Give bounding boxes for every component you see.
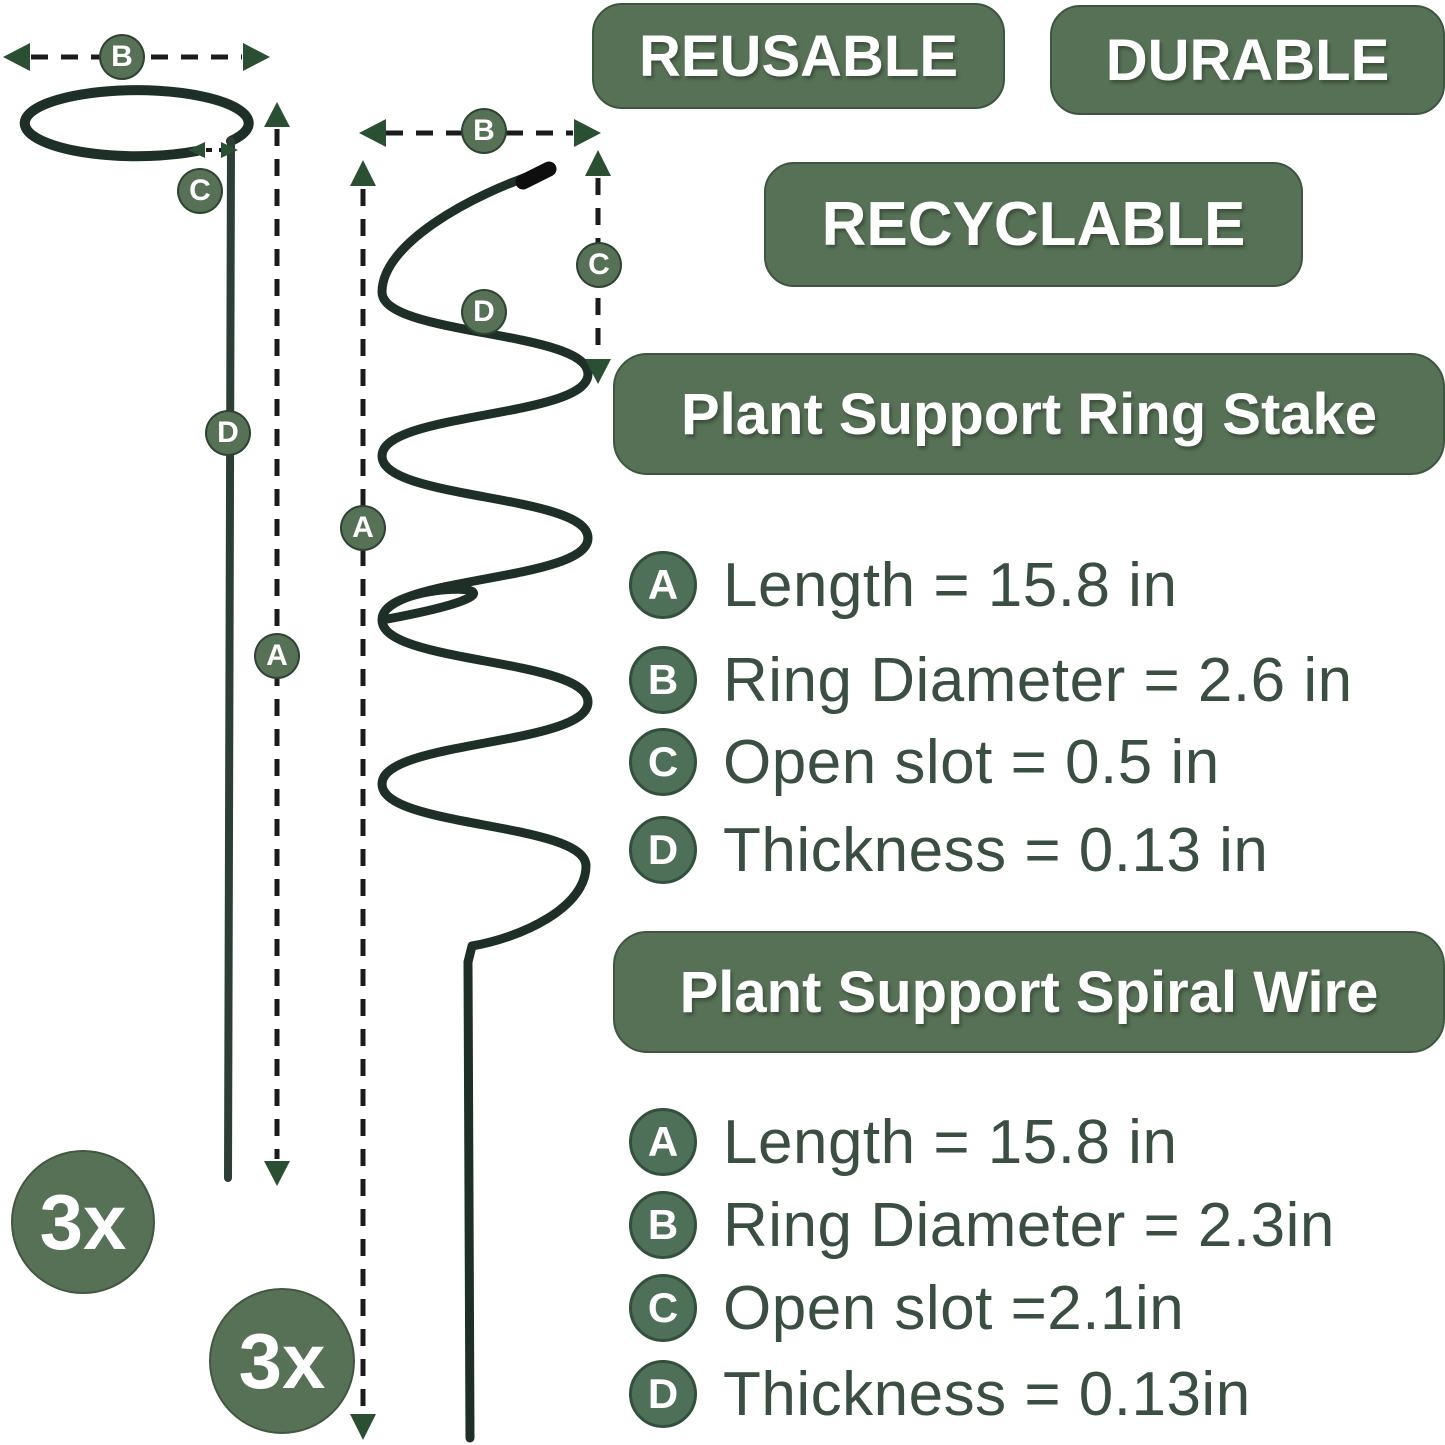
arrowhead-icon — [574, 119, 601, 147]
spec-key-badge: C — [629, 1274, 697, 1342]
spec-row: C Open slot = 0.5 in — [629, 727, 1220, 797]
ring-stake-rod — [224, 137, 235, 1182]
spec-row: D Thickness = 0.13in — [629, 1359, 1251, 1429]
quantity-badge-spiral: 3x — [209, 1288, 355, 1434]
spec-label: Length = 15.8 in — [723, 1107, 1178, 1177]
quantity-badge-ring-stake: 3x — [11, 1150, 155, 1294]
spec-row: A Length = 15.8 in — [629, 1107, 1178, 1177]
spec-key-badge: D — [629, 1360, 697, 1428]
spiral-wire-drawing — [377, 161, 593, 1443]
arrowhead-icon — [243, 43, 270, 71]
spec-key-badge: B — [629, 646, 697, 714]
arrowhead-icon — [221, 142, 238, 158]
marker-d-ring: D — [205, 410, 251, 456]
dimension-a-spiral — [350, 160, 376, 1440]
spec-row: D Thickness = 0.13 in — [629, 815, 1269, 885]
spec-label: Open slot =2.1in — [723, 1273, 1185, 1343]
arrowhead-icon — [264, 1161, 290, 1186]
spec-row: A Length = 15.8 in — [629, 550, 1178, 620]
spec-label: Ring Diameter = 2.3in — [723, 1190, 1335, 1260]
spec-key-badge: C — [629, 728, 697, 796]
spec-key-badge: B — [629, 1191, 697, 1259]
marker-a-spiral: A — [340, 505, 386, 551]
spec-key-badge: A — [629, 1108, 697, 1176]
spec-label: Open slot = 0.5 in — [723, 727, 1220, 797]
section-title-ring-stake: Plant Support Ring Stake — [613, 353, 1445, 475]
ring-loop — [19, 85, 254, 162]
spec-row: B Ring Diameter = 2.6 in — [629, 645, 1353, 715]
section-title-spiral-wire: Plant Support Spiral Wire — [613, 931, 1445, 1053]
arrowhead-icon — [350, 160, 376, 186]
marker-a-ring: A — [254, 633, 300, 679]
marker-d-spiral: D — [461, 289, 507, 335]
dimension-c-spiral — [585, 150, 611, 384]
badge-reusable: REUSABLE — [592, 3, 1005, 109]
spec-label: Thickness = 0.13in — [723, 1359, 1251, 1429]
marker-c-spiral: C — [576, 242, 622, 288]
spec-key-badge: D — [629, 816, 697, 884]
arrowhead-icon — [585, 359, 611, 384]
badge-recyclable: RECYCLABLE — [764, 162, 1303, 287]
spec-row: B Ring Diameter = 2.3in — [629, 1190, 1335, 1260]
marker-b-spiral: B — [461, 108, 507, 154]
arrowhead-icon — [350, 1414, 376, 1440]
spec-row: C Open slot =2.1in — [629, 1273, 1185, 1343]
badge-durable: DURABLE — [1050, 5, 1445, 115]
spiral-tip-cap — [515, 161, 557, 190]
spec-label: Ring Diameter = 2.6 in — [723, 645, 1353, 715]
spiral-coil — [377, 167, 593, 1443]
dimension-c-ring — [188, 142, 238, 158]
ring-stake-drawing — [19, 85, 254, 1182]
spec-label: Length = 15.8 in — [723, 550, 1178, 620]
marker-c-ring: C — [177, 168, 223, 214]
arrowhead-icon — [264, 102, 290, 127]
arrowhead-icon — [3, 43, 30, 71]
arrowhead-icon — [585, 150, 611, 176]
marker-b-ring: B — [99, 34, 145, 80]
arrowhead-icon — [359, 119, 386, 147]
spec-label: Thickness = 0.13 in — [723, 815, 1269, 885]
spec-key-badge: A — [629, 551, 697, 619]
arrowhead-icon — [188, 142, 205, 158]
